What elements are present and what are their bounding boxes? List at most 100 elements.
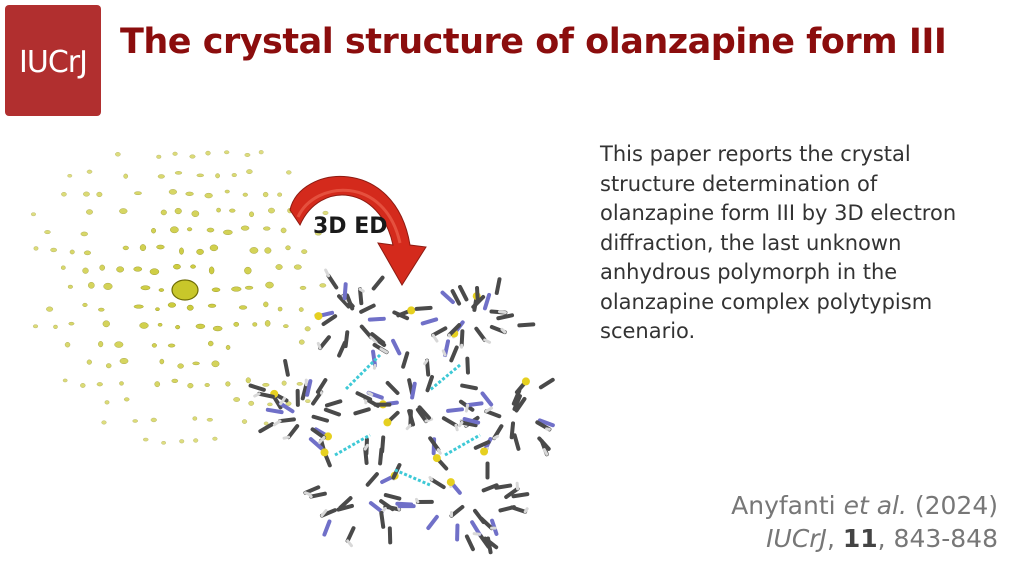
- bond: [441, 416, 458, 428]
- diffraction-spot: [298, 307, 304, 312]
- diffraction-spot: [155, 307, 160, 312]
- bond: [248, 383, 266, 392]
- hydrogen-bond-stick: [379, 347, 389, 354]
- bond: [494, 483, 513, 490]
- molecule: [458, 377, 555, 457]
- diffraction-spot: [206, 417, 213, 422]
- hydrogen-bond-stick: [492, 434, 500, 440]
- diffraction-spot: [174, 207, 182, 215]
- diffraction-spot: [233, 321, 240, 327]
- diffraction-spot: [212, 325, 223, 332]
- diffraction-spot: [245, 377, 251, 384]
- diffraction-spot: [225, 381, 231, 387]
- citation: Anyfanti et al. (2024) IUCrJ, 11, 843-84…: [731, 489, 998, 555]
- bond: [462, 417, 481, 425]
- hydrogen-bond-stick: [545, 427, 551, 431]
- bond: [286, 424, 300, 440]
- diffraction-spot: [305, 399, 311, 403]
- diffraction-spot: [160, 209, 167, 216]
- diffraction-spot: [185, 191, 194, 196]
- diffraction-spot: [88, 281, 95, 289]
- diffraction-spot: [80, 383, 86, 388]
- diffraction-spot: [119, 381, 124, 386]
- sulfur-atom: [446, 478, 455, 487]
- bond: [428, 436, 441, 452]
- bond: [391, 338, 402, 356]
- diffraction-spot: [86, 169, 93, 174]
- diffraction-spot: [285, 245, 291, 251]
- diffraction-spot: [62, 378, 68, 383]
- hydrogen-bond-stick: [372, 363, 377, 370]
- diffraction-spot: [301, 249, 308, 254]
- diffraction-spot: [204, 192, 213, 199]
- citation-volume: 11: [842, 524, 878, 553]
- bond: [379, 499, 395, 512]
- bond: [265, 407, 284, 415]
- diffraction-spot: [246, 169, 253, 175]
- bond: [537, 418, 555, 428]
- hydrogen-bond-stick: [346, 539, 353, 548]
- diffraction-spot: [157, 322, 163, 327]
- bond: [517, 322, 536, 328]
- hydrogen-bond-stick: [458, 421, 464, 428]
- diffraction-spot: [204, 383, 210, 387]
- diffraction-spot: [104, 400, 110, 405]
- bond: [321, 314, 338, 327]
- diffraction-spot: [264, 247, 272, 254]
- sulfur-atom: [324, 432, 333, 441]
- bond: [420, 317, 439, 326]
- bond: [337, 294, 351, 309]
- diffraction-spot: [187, 382, 194, 389]
- citation-authors: Anyfanti: [731, 491, 836, 520]
- diffraction-spot: [86, 359, 92, 365]
- hydrogen-bond-stick: [316, 341, 322, 350]
- diffraction-spot: [161, 440, 167, 445]
- hydrogen-bond-stick: [320, 509, 328, 518]
- bond: [342, 282, 348, 301]
- bond: [326, 273, 339, 290]
- diffraction-spot: [68, 321, 75, 326]
- bond: [358, 287, 364, 306]
- diffraction-spot: [132, 419, 138, 423]
- central-beam-spot: [171, 279, 199, 301]
- hydrogen-bond-stick: [424, 417, 434, 423]
- diffraction-spot: [277, 192, 283, 197]
- diffraction-spot: [179, 247, 184, 255]
- hbond-contact: [444, 433, 481, 457]
- bond: [395, 501, 414, 507]
- diffraction-spot: [133, 304, 144, 309]
- bond: [305, 379, 313, 397]
- diffraction-spot: [64, 341, 71, 348]
- hydrogen-bond-stick: [436, 448, 442, 455]
- diffraction-spot: [281, 380, 287, 386]
- bond: [425, 374, 434, 393]
- diffraction-spot: [192, 361, 200, 366]
- diffraction-spot: [186, 304, 194, 311]
- sulfur-atom: [314, 312, 323, 321]
- bond: [429, 477, 446, 490]
- diffraction-spot: [263, 226, 271, 231]
- diffraction-spot: [133, 266, 143, 272]
- bond: [368, 501, 384, 514]
- diffraction-spot: [32, 324, 39, 329]
- diffraction-spot: [67, 173, 73, 178]
- diffraction-spot: [67, 284, 73, 289]
- bond: [417, 405, 431, 420]
- bond: [385, 380, 400, 395]
- bond: [322, 519, 332, 537]
- bond: [465, 401, 484, 408]
- diffraction-spot: [189, 154, 196, 159]
- hydrogen-bond-stick: [464, 403, 470, 413]
- bond: [514, 396, 527, 413]
- bond: [308, 437, 324, 451]
- molecule: [313, 268, 416, 370]
- diffraction-spot: [263, 301, 269, 308]
- diffraction-spot: [191, 210, 200, 218]
- diffraction-spot: [157, 174, 165, 179]
- bond: [426, 514, 439, 531]
- curved-arrow-icon: [289, 175, 427, 286]
- diffraction-pattern: [30, 150, 329, 445]
- bond: [425, 358, 431, 377]
- diffraction-spot: [238, 305, 248, 310]
- bond: [365, 472, 379, 487]
